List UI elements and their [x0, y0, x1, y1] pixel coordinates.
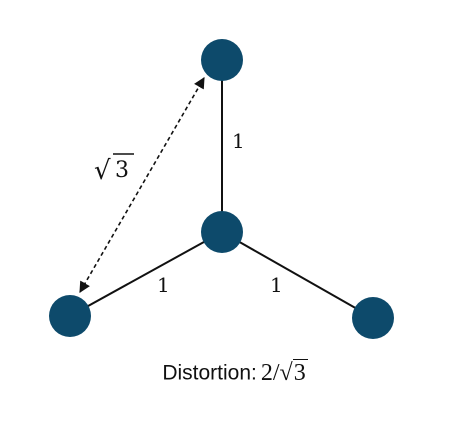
edge-left	[69, 231, 223, 317]
dashed-distance-label: √ 3	[94, 153, 134, 186]
node-top	[201, 39, 243, 81]
edge-label-top: 1	[232, 129, 245, 153]
edge-label-left: 1	[157, 273, 170, 297]
node-center	[201, 211, 243, 253]
radical-sign: √	[94, 156, 111, 186]
radicand: 3	[115, 158, 129, 183]
node-bottom-right	[352, 297, 394, 339]
edge-right	[221, 231, 374, 319]
distortion-label: Distortion:	[162, 361, 257, 385]
distortion-sqrt: √3	[279, 359, 308, 387]
distortion-caption: Distortion: 2/√3	[0, 359, 470, 400]
node-bottom-left	[49, 295, 91, 337]
dashed-distance-arrow	[79, 77, 205, 293]
distortion-radicand: 3	[292, 359, 308, 386]
distortion-radical-sign: √	[279, 360, 293, 386]
distortion-numerator: 2/	[260, 360, 280, 386]
edge-label-right: 1	[270, 273, 283, 297]
distortion-value: 2/√3	[260, 359, 308, 387]
